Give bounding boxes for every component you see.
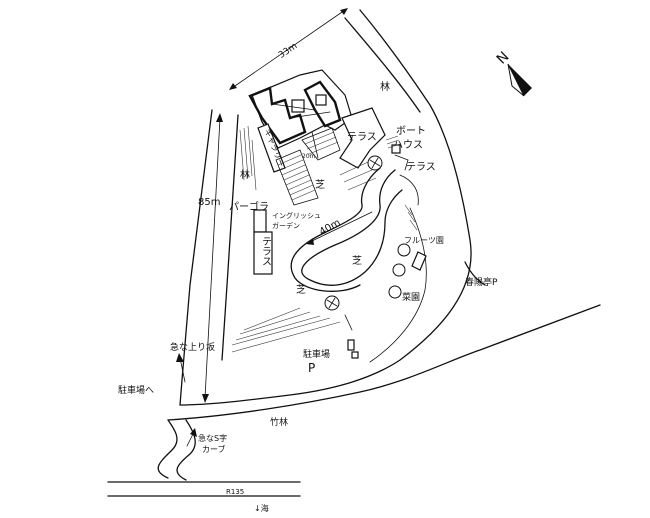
terrace-upper-label: テラス bbox=[347, 131, 377, 143]
site-boundary bbox=[167, 9, 601, 421]
to-parking-label: 駐車場へ bbox=[118, 384, 154, 396]
parking-symbol: P bbox=[308, 361, 315, 375]
lawn-upper-label: 芝 bbox=[315, 178, 325, 191]
stairs bbox=[275, 127, 341, 206]
dimension-width: 33m bbox=[229, 8, 348, 90]
boathouse-label-line1: ボート bbox=[396, 125, 426, 137]
dimension-height: 85m bbox=[198, 113, 223, 403]
sea-label: ↓海 bbox=[254, 503, 269, 513]
terrace-right-label: テラス bbox=[406, 161, 436, 173]
s-curve-label-line2: カーブ bbox=[202, 444, 226, 454]
boathouse: ボート ハウス bbox=[391, 125, 426, 154]
fruit-garden-label: フルーツ園 bbox=[404, 236, 444, 245]
s-curve-label-line1: 急なS字 bbox=[198, 433, 227, 443]
terrace-upper: テラス bbox=[339, 107, 386, 169]
path-length-label: 40m bbox=[318, 217, 343, 238]
bamboo-forest-label: 竹林 bbox=[270, 416, 288, 428]
gap-label: 20m bbox=[302, 153, 316, 160]
parking-label: 駐車場 bbox=[303, 348, 330, 360]
steep-slope-arrow: 急な上り坂 駐車場へ bbox=[118, 341, 215, 396]
winding-path: 40m bbox=[290, 167, 403, 292]
woods-west-label: 林 bbox=[240, 168, 250, 181]
lawn-middle-label: 芝 bbox=[352, 254, 362, 267]
main-building: 20m bbox=[248, 69, 353, 160]
lawn-lower-label: 芝 bbox=[296, 283, 306, 296]
road-r135: R135 ↓海 bbox=[107, 481, 301, 513]
english-garden-label-line2: ガーデン bbox=[272, 221, 300, 230]
north-compass-icon: N bbox=[494, 49, 532, 97]
height-label: 85m bbox=[198, 197, 220, 208]
parking-area: 駐車場 P bbox=[303, 314, 359, 375]
fruit-garden: フルーツ園 菜園 bbox=[402, 236, 444, 303]
woods-north-label: 林 bbox=[380, 80, 390, 93]
pergola-area: パーゴラ イングリッシュ ガーデン テラス bbox=[229, 200, 321, 275]
s-curve-road: 急なS字 カーブ bbox=[157, 419, 227, 481]
tree-icon bbox=[324, 155, 411, 311]
terrace-vertical-label: テラス bbox=[260, 236, 271, 266]
slope-hatching bbox=[231, 125, 418, 353]
road-label: R135 bbox=[226, 488, 244, 496]
english-garden-label-line1: イングリッシュ bbox=[272, 211, 321, 220]
compass-label: N bbox=[494, 49, 513, 68]
terrace-right: テラス bbox=[385, 135, 436, 206]
vegetable-garden-label: 菜園 bbox=[402, 291, 420, 303]
steep-slope-label: 急な上り坂 bbox=[170, 341, 215, 353]
shunyotei-parking-label: 春陽亭P bbox=[465, 276, 498, 288]
